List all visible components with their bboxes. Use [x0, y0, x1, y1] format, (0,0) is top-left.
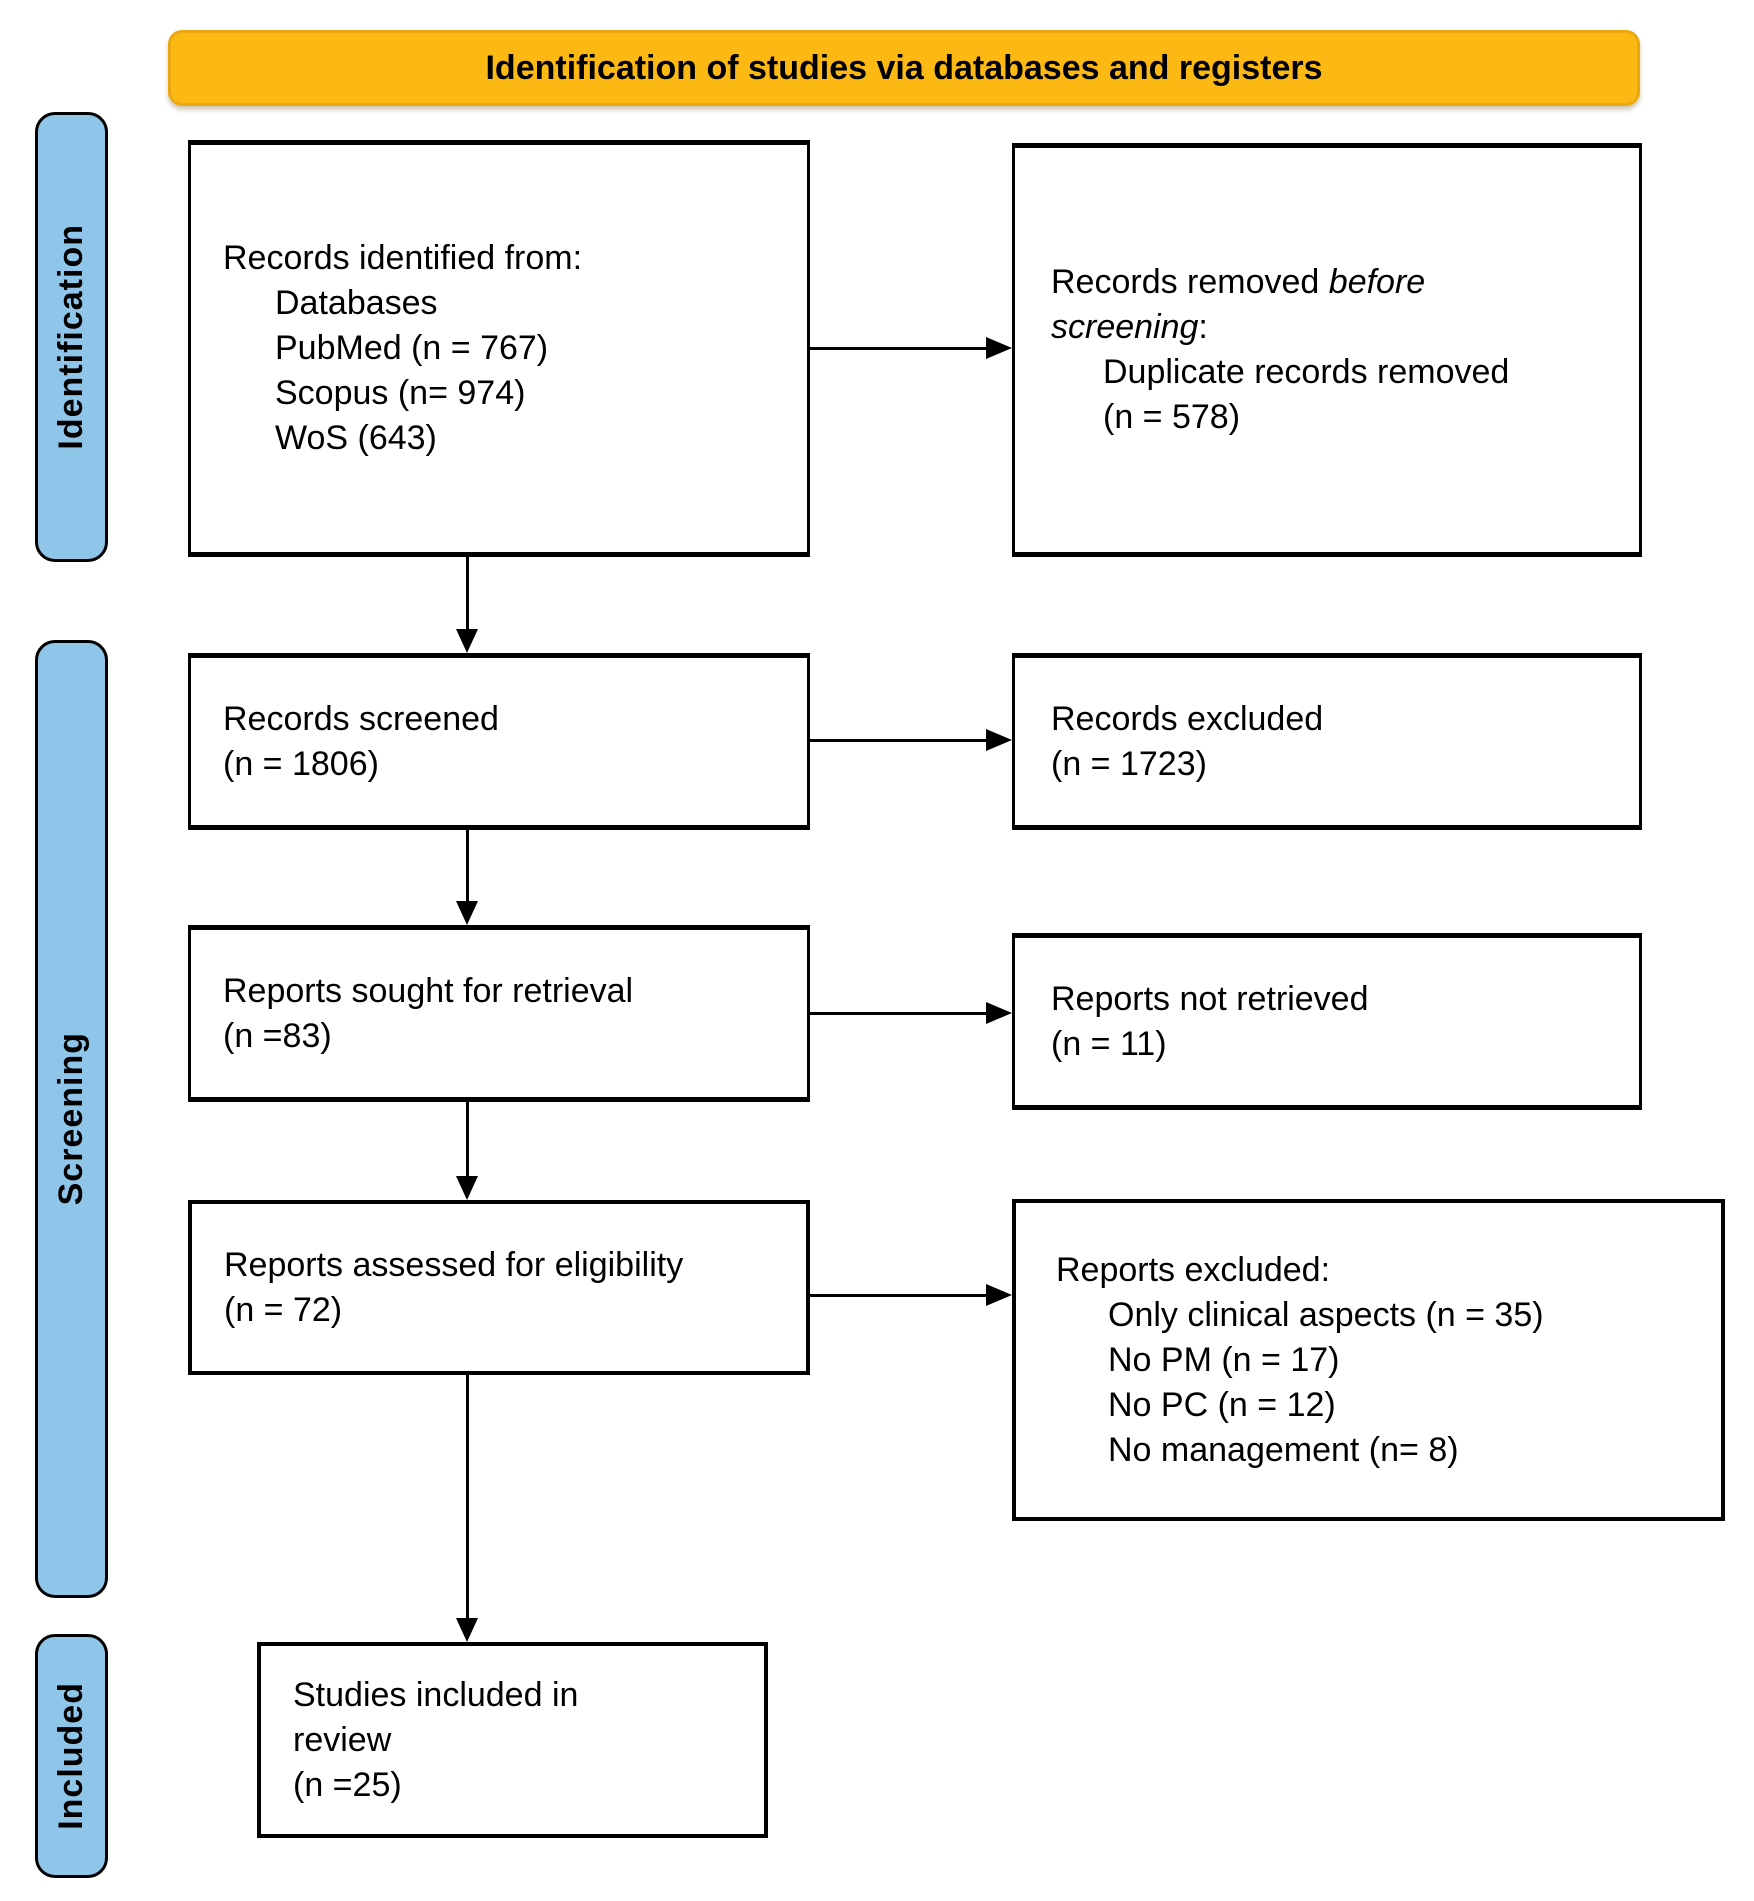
box-line-text: Records removed	[1051, 263, 1329, 301]
arrow-head	[986, 729, 1012, 751]
arrow-shaft	[810, 1294, 988, 1297]
box-line: (n = 1723)	[1051, 744, 1207, 783]
arrow-head	[456, 629, 478, 653]
box-line: Reports sought for retrieval	[223, 971, 634, 1010]
box-line: (n = 578)	[1103, 398, 1241, 436]
box-line: PubMed (n = 767)	[275, 329, 549, 367]
box-line: Records identified from:	[223, 239, 583, 277]
arrow-shaft	[466, 557, 469, 631]
arrow-head	[456, 1176, 478, 1200]
box-line: Records excluded	[1051, 699, 1324, 738]
arrow-head	[986, 337, 1012, 359]
box-line: Only clinical aspects (n = 35)	[1108, 1295, 1544, 1334]
box-line-text: :	[1198, 308, 1208, 346]
box-records-screened: Records screened (n = 1806)	[188, 653, 810, 830]
arrow-shaft	[466, 830, 469, 903]
arrow-shaft	[466, 1375, 469, 1620]
banner-title: Identification of studies via databases …	[168, 30, 1640, 106]
box-line: WoS (643)	[275, 419, 437, 457]
box-reports-sought: Reports sought for retrieval (n =83)	[188, 925, 810, 1102]
arrow-shaft	[466, 1102, 469, 1178]
box-line: No management (n= 8)	[1108, 1430, 1459, 1469]
stage-label-text: Identification	[52, 224, 90, 450]
box-line: review	[293, 1720, 392, 1759]
box-line: Studies included in	[293, 1675, 579, 1714]
arrow-shaft	[810, 1012, 988, 1015]
box-line: Reports not retrieved	[1051, 979, 1369, 1018]
box-records-identified: Records identified from: Databases PubMe…	[188, 140, 810, 557]
arrow-head	[456, 901, 478, 925]
box-line: Scopus (n= 974)	[275, 374, 526, 412]
stage-label-included: Included	[35, 1634, 108, 1878]
box-line: Reports excluded:	[1056, 1250, 1331, 1289]
arrow-head	[986, 1284, 1012, 1306]
box-line: Records removed before	[1051, 260, 1623, 305]
arrow-shaft	[810, 739, 988, 742]
stage-label-screening: Screening	[35, 640, 108, 1598]
box-line: Duplicate records removed	[1103, 353, 1510, 391]
box-studies-included: Studies included in review (n =25)	[257, 1642, 768, 1838]
stage-label-text: Included	[52, 1682, 90, 1830]
box-reports-assessed: Reports assessed for eligibility (n = 72…	[188, 1200, 810, 1375]
box-line-text-italic: screening	[1051, 308, 1199, 346]
box-records-excluded: Records excluded (n = 1723)	[1012, 653, 1642, 830]
box-line: screening:	[1051, 305, 1623, 350]
box-line: No PM (n = 17)	[1108, 1340, 1340, 1379]
box-reports-excluded: Reports excluded: Only clinical aspects …	[1012, 1199, 1725, 1521]
box-line: Records screened	[223, 699, 499, 738]
box-line: No PC (n = 12)	[1108, 1385, 1336, 1424]
stage-label-text: Screening	[52, 1032, 90, 1206]
box-line: (n = 11)	[1051, 1024, 1167, 1063]
box-line: (n =83)	[223, 1016, 332, 1055]
arrow-head	[986, 1002, 1012, 1024]
box-reports-not-retrieved: Reports not retrieved (n = 11)	[1012, 933, 1642, 1110]
arrow-head	[456, 1618, 478, 1642]
arrow-shaft	[810, 347, 988, 350]
box-line: (n = 72)	[224, 1290, 343, 1329]
stage-label-identification: Identification	[35, 112, 108, 562]
box-line: (n = 1806)	[223, 744, 379, 783]
box-line: Reports assessed for eligibility	[224, 1245, 684, 1284]
box-line: (n =25)	[293, 1765, 402, 1804]
box-line: Databases	[275, 284, 438, 322]
box-records-removed: Records removed before screening: Duplic…	[1012, 143, 1642, 557]
box-line-text-italic: before	[1328, 263, 1426, 301]
